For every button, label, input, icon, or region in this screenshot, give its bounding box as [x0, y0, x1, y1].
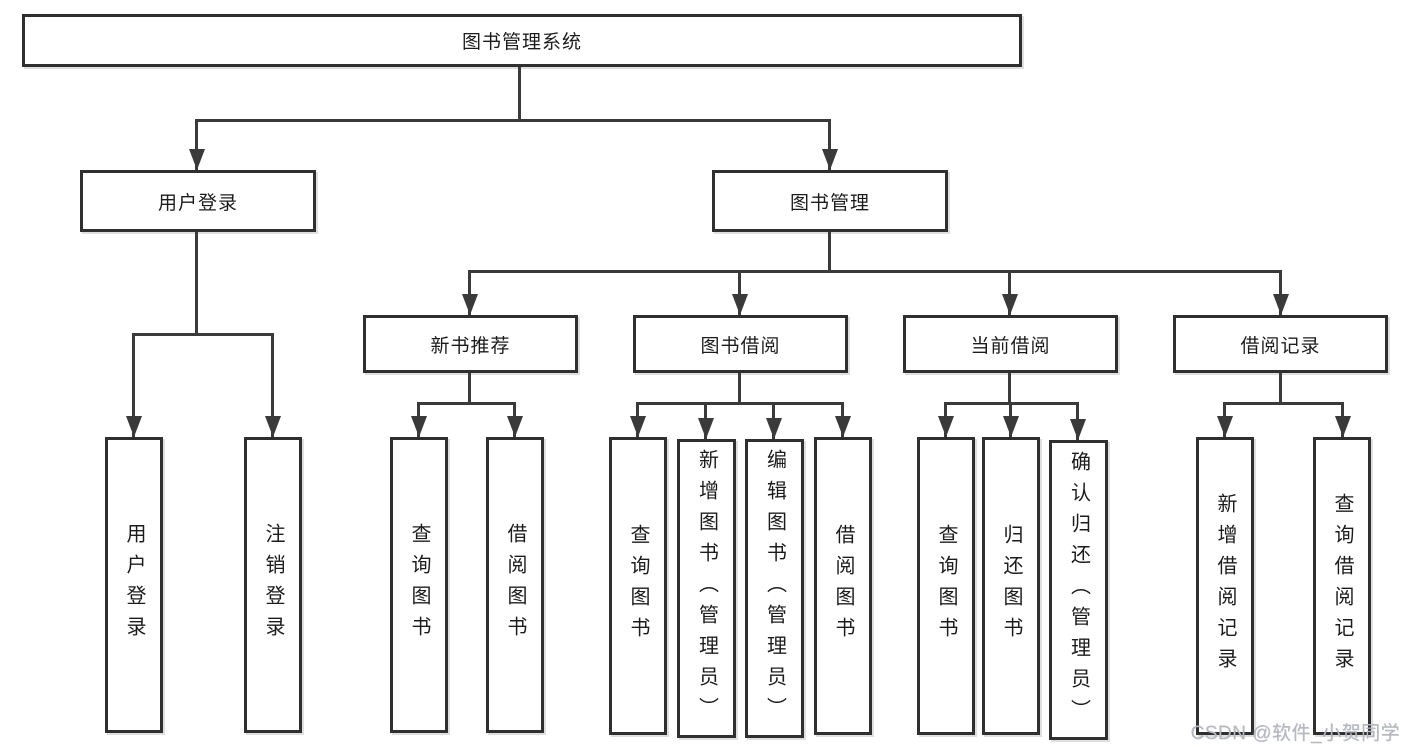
connector-currentborrow-stem — [1008, 372, 1011, 405]
node-borrow-records-label: 借阅记录 — [1240, 335, 1321, 357]
leaf-bb-borrow-books: 借阅图书 — [814, 437, 872, 735]
leaf-br-add-record: 新增借阅记录 — [1196, 437, 1254, 735]
connector-userlogin-bar — [132, 333, 274, 336]
leaf-ns-borrow-books: 借阅图书 — [486, 437, 544, 733]
node-user-login: 用户登录 — [80, 170, 316, 232]
arrowhead-to-leaf-logout — [265, 416, 281, 437]
arrowhead-to-leaf-user-login — [126, 416, 142, 437]
connector-level2-drop-3 — [1008, 270, 1011, 316]
arrowhead-to-ns-query — [411, 416, 427, 437]
leaf-br-query-record: 查询借阅记录 — [1313, 437, 1371, 735]
leaf-ns-query-books: 查询图书 — [390, 437, 448, 733]
connector-userlogin-stem — [195, 231, 198, 336]
arrowhead-to-cb-query — [938, 416, 954, 437]
leaf-bb-query-books-label: 查询图书 — [627, 524, 649, 648]
leaf-cb-confirm-return-admin-label: 确认归还（管理员） — [1067, 450, 1090, 730]
connector-level1-drop-left — [195, 119, 198, 171]
arrowhead-to-bb-borrow — [835, 416, 851, 437]
leaf-br-query-record-label: 查询借阅记录 — [1331, 493, 1353, 679]
leaf-user-login-label: 用户登录 — [123, 523, 145, 647]
connector-root-stem — [518, 66, 521, 122]
connector-level1-drop-right — [828, 119, 831, 171]
connector-level2-drop-2 — [738, 270, 741, 316]
node-book-borrow-label: 图书借阅 — [700, 335, 781, 357]
connector-bookborrow-stem — [738, 372, 741, 405]
connector-level2-bar — [468, 270, 1282, 273]
leaf-cb-query-books-label: 查询图书 — [935, 524, 957, 648]
node-user-login-label: 用户登录 — [157, 192, 238, 214]
csdn-watermark: CSDN @软件_小贺同学 — [1190, 723, 1400, 744]
leaf-cb-query-books: 查询图书 — [917, 437, 975, 735]
leaf-bb-edit-books-admin-label: 编辑图书（管理员） — [763, 449, 786, 728]
leaf-bb-edit-books-admin: 编辑图书（管理员） — [745, 439, 804, 738]
leaf-logout-label: 注销登录 — [262, 523, 284, 647]
arrowhead-to-br-add — [1217, 416, 1233, 437]
arrowhead-to-ns-borrow — [507, 416, 523, 437]
node-book-mgmt-label: 图书管理 — [789, 192, 870, 214]
connector-borrowrecords-stem — [1279, 372, 1282, 405]
node-current-borrow: 当前借阅 — [903, 315, 1118, 373]
node-new-books-label: 新书推荐 — [430, 335, 511, 357]
node-book-mgmt: 图书管理 — [712, 170, 948, 232]
arrowhead-to-br-query — [1335, 416, 1351, 437]
node-borrow-records: 借阅记录 — [1173, 315, 1388, 373]
connector-borrowrecords-bar — [1223, 402, 1344, 405]
arrowhead-to-book-mgmt — [822, 149, 838, 170]
connector-newbooks-stem — [468, 372, 471, 405]
leaf-ns-query-books-label: 查询图书 — [408, 523, 430, 647]
leaf-ns-borrow-books-label: 借阅图书 — [504, 523, 526, 647]
connector-bookborrow-bar — [636, 402, 844, 405]
leaf-user-login: 用户登录 — [105, 437, 163, 733]
arrowhead-to-cb-confirm — [1070, 419, 1086, 440]
arrowhead-to-book-borrow — [732, 294, 748, 315]
arrowhead-to-current-borrow — [1002, 294, 1018, 315]
leaf-br-add-record-label: 新增借阅记录 — [1214, 493, 1236, 679]
arrowhead-to-cb-return — [1003, 416, 1019, 437]
connector-level2-drop-4 — [1279, 270, 1282, 316]
node-new-books: 新书推荐 — [363, 315, 578, 373]
arrowhead-to-new-books — [462, 294, 478, 315]
leaf-cb-confirm-return-admin: 确认归还（管理员） — [1049, 440, 1108, 740]
connector-bookmgmt-stem — [828, 231, 831, 272]
leaf-bb-add-books-admin: 新增图书（管理员） — [677, 439, 736, 738]
connector-level2-drop-1 — [468, 270, 471, 316]
leaf-cb-return-books: 归还图书 — [982, 437, 1040, 735]
leaf-bb-query-books: 查询图书 — [609, 437, 667, 735]
arrowhead-to-bb-edit — [766, 418, 782, 439]
node-book-borrow: 图书借阅 — [633, 315, 848, 373]
connector-userlogin-drop-1 — [132, 333, 135, 437]
arrowhead-to-bb-add — [698, 418, 714, 439]
leaf-bb-borrow-books-label: 借阅图书 — [832, 524, 854, 648]
arrowhead-to-borrow-records — [1273, 294, 1289, 315]
leaf-logout: 注销登录 — [244, 437, 302, 733]
connector-newbooks-bar — [417, 402, 516, 405]
leaf-cb-return-books-label: 归还图书 — [1000, 524, 1022, 648]
node-root-label: 图书管理系统 — [461, 32, 582, 53]
leaf-bb-add-books-admin-label: 新增图书（管理员） — [695, 449, 718, 728]
node-root: 图书管理系统 — [22, 14, 1022, 67]
connector-userlogin-drop-2 — [271, 333, 274, 437]
arrowhead-to-user-login — [189, 149, 205, 170]
node-current-borrow-label: 当前借阅 — [970, 335, 1051, 357]
arrowhead-to-bb-query — [630, 416, 646, 437]
connector-level1-bar — [195, 119, 831, 122]
